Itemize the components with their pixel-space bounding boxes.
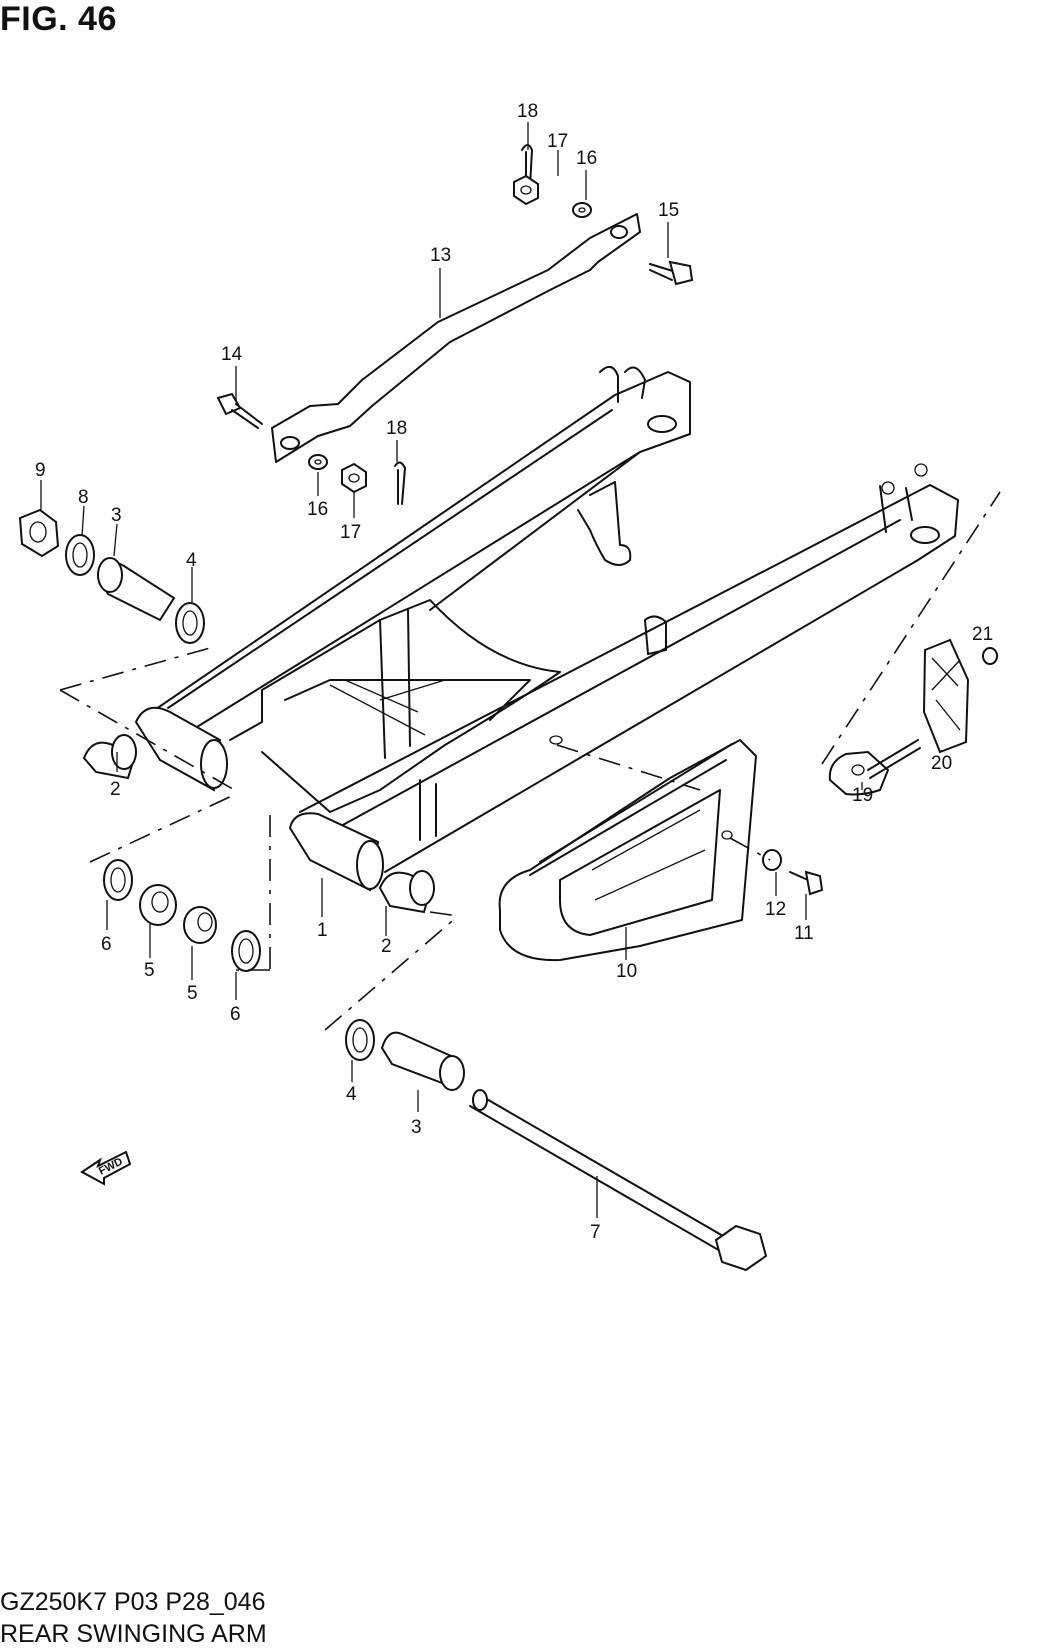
cotter-pin-18-lower — [394, 461, 406, 505]
callout-6-left: 6 — [101, 934, 112, 955]
leader-lines — [40, 122, 943, 1218]
callout-4-upper: 4 — [186, 550, 197, 571]
callout-3-lower: 3 — [411, 1117, 422, 1138]
model-code: GZ250K7 P03 P28_046 — [0, 1588, 266, 1616]
callout-3-upper: 3 — [111, 505, 122, 526]
callout-17-lower: 17 — [340, 522, 361, 543]
collar-3-upper — [96, 557, 176, 622]
washer-16-lower — [308, 454, 328, 470]
callout-5-right: 5 — [187, 983, 198, 1004]
bolt-11 — [789, 870, 824, 896]
callout-10: 10 — [616, 961, 637, 982]
callout-17-upper: 17 — [547, 131, 568, 152]
chain-adjuster-19 — [828, 739, 921, 796]
callout-20: 20 — [931, 753, 952, 774]
callout-14: 14 — [221, 344, 243, 365]
callout-18-upper: 18 — [517, 101, 538, 122]
callout-21: 21 — [972, 624, 993, 645]
washer-4-lower — [345, 1019, 375, 1061]
torque-rod — [271, 213, 641, 463]
pivot-shaft-7 — [469, 1089, 768, 1272]
callout-18-lower: 18 — [386, 418, 407, 439]
swing-arm — [134, 365, 959, 892]
section-name: REAR SWINGING ARM — [0, 1620, 267, 1648]
dust-seal-5-left — [139, 884, 177, 926]
callout-7: 7 — [590, 1222, 601, 1243]
callout-16-lower: 16 — [307, 499, 328, 520]
washer-4-upper — [175, 602, 205, 644]
nut-9 — [18, 508, 60, 558]
callout-2-lower: 2 — [381, 936, 392, 957]
callout-15: 15 — [658, 200, 679, 221]
bearing-2-lower — [378, 870, 435, 914]
fwd-arrow-icon: FWD — [80, 1150, 132, 1186]
callout-8: 8 — [78, 487, 89, 508]
callout-12: 12 — [765, 899, 786, 920]
washer-16-upper — [572, 202, 592, 218]
bearing-2-upper — [82, 734, 138, 780]
nut-21 — [982, 647, 998, 665]
phantom-lines — [59, 491, 1001, 1031]
collar-12 — [762, 849, 782, 871]
chain-case — [498, 739, 757, 962]
callout-labels: 1 2 2 3 3 4 4 5 5 6 6 7 8 9 10 11 12 13 … — [35, 101, 993, 1243]
nut-17-lower — [341, 462, 367, 494]
torque-rod-bolt-14 — [216, 392, 263, 429]
collar-3-lower — [380, 1031, 465, 1091]
callout-5-left: 5 — [144, 960, 155, 981]
callout-19: 19 — [852, 785, 873, 806]
dust-seal-5-right — [183, 906, 217, 944]
washer-8 — [65, 534, 95, 576]
washer-6-left — [103, 859, 133, 901]
figure-title: FIG. 46 — [0, 0, 117, 38]
torque-rod-bolt-15 — [649, 260, 694, 286]
washer-6-right — [231, 930, 261, 972]
callout-16-upper: 16 — [576, 148, 597, 169]
callout-6-right: 6 — [230, 1004, 241, 1025]
nut-17-upper — [513, 174, 539, 206]
callout-2-upper: 2 — [110, 779, 121, 800]
callout-11: 11 — [794, 923, 814, 944]
callout-9: 9 — [35, 460, 46, 481]
callout-1: 1 — [317, 920, 328, 941]
adjuster-block-20 — [922, 638, 970, 754]
callout-4-lower: 4 — [346, 1084, 357, 1105]
callout-13: 13 — [430, 245, 451, 266]
